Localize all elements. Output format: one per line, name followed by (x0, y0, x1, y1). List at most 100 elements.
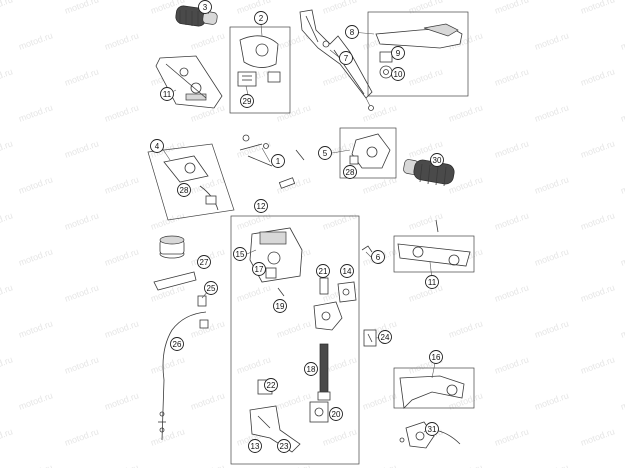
lever-assembly-group (367, 11, 469, 97)
watermark-text: motod.ru (579, 282, 616, 304)
watermark-text: motod.ru (275, 318, 312, 340)
watermark-text: motod.ru (149, 210, 186, 232)
callout-circle (316, 264, 330, 278)
callout-label: 4 (155, 142, 160, 151)
callout-label: 30 (433, 156, 442, 165)
watermark-text: motod.ru (0, 0, 14, 16)
callout-circle (177, 183, 191, 197)
callout-label: 11 (428, 278, 437, 287)
watermark-text: motod.ru (235, 0, 272, 16)
callout-circle (425, 422, 439, 436)
master-cylinder-group (230, 215, 360, 465)
callout-c14: 14 (340, 264, 354, 278)
watermark-text: motod.ru (63, 210, 100, 232)
callout-label: 29 (243, 97, 252, 106)
watermark-text: motod.ru (63, 426, 100, 448)
watermark-text: motod.ru (103, 102, 140, 124)
callout-label: 9 (396, 49, 401, 58)
callout-c10: 10 (391, 67, 405, 81)
watermark-text: motod.ru (493, 0, 530, 16)
callout-label: 6 (376, 253, 381, 262)
watermark-text: motod.ru (493, 426, 530, 448)
callout-circle (391, 67, 405, 81)
callout-circle (425, 275, 439, 289)
watermark-text: motod.ru (493, 354, 530, 376)
callout-circle (371, 250, 385, 264)
callout-c30: 30 (430, 153, 444, 167)
callout-circle (318, 146, 332, 160)
callout-c24: 24 (378, 330, 392, 344)
callout-c28a: 28 (177, 183, 191, 197)
callout-label: 1 (276, 157, 281, 166)
watermark-text: motod.ru (0, 66, 14, 88)
watermark-text: motod.ru (17, 246, 54, 268)
small-clip-drawing (361, 245, 373, 253)
callout-c2: 2 (254, 11, 268, 25)
watermark-text: motod.ru (579, 138, 616, 160)
callout-label: 20 (332, 410, 341, 419)
watermark-text: motod.ru (361, 174, 398, 196)
watermark-text: motod.ru (361, 390, 398, 412)
watermark-text: motod.ru (149, 282, 186, 304)
callout-circle (273, 299, 287, 313)
callout-circle (252, 262, 266, 276)
callout-c20: 20 (329, 407, 343, 421)
callout-circle (271, 154, 285, 168)
callout-c6: 6 (371, 250, 385, 264)
watermark-text: motod.ru (17, 102, 54, 124)
callout-circle (160, 87, 174, 101)
clutch-lever-drawing (299, 9, 374, 111)
watermark-text: motod.ru (189, 30, 226, 52)
callout-c18: 18 (304, 362, 318, 376)
callout-c8: 8 (345, 25, 359, 39)
watermark-text: motod.ru (619, 102, 625, 124)
watermark-text: motod.ru (0, 282, 14, 304)
callout-circle (254, 199, 268, 213)
watermark-text: motod.ru (321, 0, 358, 16)
watermark-text: motod.ru (63, 66, 100, 88)
watermark-text: motod.ru (619, 246, 625, 268)
watermark-text: motod.ru (275, 390, 312, 412)
callout-label: 28 (346, 168, 355, 177)
callout-label: 24 (381, 333, 390, 342)
callout-c27: 27 (197, 255, 211, 269)
watermark-text: motod.ru (447, 102, 484, 124)
watermark-text: motod.ru (103, 30, 140, 52)
watermark-text: motod.ru (533, 246, 570, 268)
callout-c31: 31 (425, 422, 439, 436)
callout-circle (378, 330, 392, 344)
watermark-text: motod.ru (17, 390, 54, 412)
callout-c17: 17 (252, 262, 266, 276)
callout-c11a: 11 (160, 87, 174, 101)
callout-c1: 1 (271, 154, 285, 168)
callout-label: 26 (173, 340, 182, 349)
callout-label: 17 (255, 265, 264, 274)
watermark-text: motod.ru (0, 354, 14, 376)
callout-circle (391, 46, 405, 60)
watermark-text: motod.ru (63, 354, 100, 376)
grip-right-drawing (403, 159, 455, 187)
watermark-text: motod.ru (63, 282, 100, 304)
bar-assembly-group (393, 219, 475, 273)
callout-c13: 13 (248, 439, 262, 453)
callout-label: 27 (200, 258, 209, 267)
watermark-text: motod.ru (493, 138, 530, 160)
callout-circle (429, 350, 443, 364)
watermark-text: motod.ru (533, 102, 570, 124)
watermark-text: motod.ru (361, 462, 398, 468)
callout-c29: 29 (240, 94, 254, 108)
cable-drawing (158, 295, 209, 441)
callout-c4: 4 (150, 139, 164, 153)
throttle-assembly-group (147, 143, 235, 221)
watermark-text: motod.ru (493, 66, 530, 88)
switch-housing-group (229, 26, 291, 114)
callout-c23: 23 (277, 439, 291, 453)
watermark-text: motod.ru (63, 0, 100, 16)
callout-circle (248, 439, 262, 453)
watermark-text: motod.ru (533, 30, 570, 52)
watermark-text: motod.ru (189, 462, 226, 468)
callout-label: 3 (203, 3, 208, 12)
callout-c19: 19 (273, 299, 287, 313)
watermark-text: motod.ru (493, 210, 530, 232)
